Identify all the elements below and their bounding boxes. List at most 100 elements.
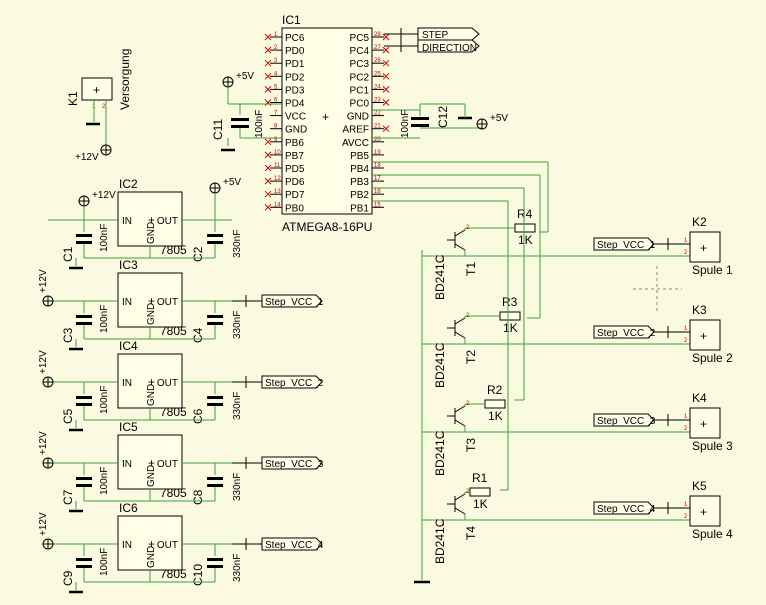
- c11-capacitor: +5V C11 100nF: [211, 71, 282, 152]
- ic1-pin-label: PD5: [285, 164, 305, 175]
- c12-capacitor: +5V 100nF C12: [372, 103, 508, 139]
- input-cap-name: C5: [61, 408, 75, 424]
- regulator-out-pin: OUT: [157, 540, 178, 551]
- transistor-name: T1: [464, 262, 478, 276]
- regulator-plus12: +12V: [38, 431, 49, 455]
- regulator-type: 7805: [160, 243, 187, 257]
- svg-text:3: 3: [441, 346, 445, 352]
- svg-text:1: 1: [684, 238, 688, 244]
- c11-value: 100nF: [254, 110, 265, 138]
- ic1-pin-label: PB2: [350, 190, 369, 201]
- regulator-name: IC2: [119, 177, 138, 191]
- input-cap-value: 100nF: [99, 305, 110, 333]
- ic1-pin-label: PC5: [350, 33, 370, 44]
- c11-plus5: +5V: [236, 71, 254, 82]
- svg-text:2: 2: [684, 250, 688, 256]
- svg-text:+: +: [148, 294, 155, 308]
- transistor-type: BD241C: [433, 430, 447, 476]
- origin-marker: [633, 266, 682, 314]
- regulator-name: IC4: [119, 339, 138, 353]
- output-cap-value: 330nF: [232, 230, 243, 258]
- step-text: STEP: [422, 30, 448, 41]
- ic1-pin-label: PC2: [350, 72, 370, 83]
- regulator-gnd-pin: GND: [146, 303, 157, 325]
- regulator-name: IC5: [119, 420, 138, 434]
- resistor-value: 1K: [518, 233, 533, 247]
- ic1-pin-label: PC0: [350, 99, 370, 110]
- output-cap-value: 330nF: [232, 554, 243, 582]
- output-cap-name: C6: [191, 408, 205, 424]
- step-label: STEP: [384, 27, 480, 41]
- direction-text: DIRECTION: [422, 43, 477, 54]
- regulator-type: 7805: [160, 486, 187, 500]
- connector-name: K5: [692, 479, 707, 493]
- output-cap-value: 330nF: [232, 473, 243, 501]
- ic1-pin-label: PB0: [285, 203, 304, 214]
- svg-text:2: 2: [684, 426, 688, 432]
- svg-text:+: +: [148, 375, 155, 389]
- svg-text:1: 1: [684, 326, 688, 332]
- ic1-pin-number: 1: [274, 32, 278, 38]
- svg-text:+: +: [700, 241, 707, 255]
- svg-text:3: 3: [441, 258, 445, 264]
- output-cap-value: 330nF: [232, 392, 243, 420]
- svg-text:+: +: [700, 505, 707, 519]
- transistor-type: BD241C: [433, 342, 447, 388]
- c12-plus5: +5V: [490, 113, 508, 124]
- connector-name: K3: [692, 303, 707, 317]
- ic1-pin-number: 7: [274, 111, 278, 117]
- k1-name: K1: [66, 91, 80, 106]
- input-cap-name: C3: [61, 327, 75, 343]
- ic1-pin-number: 4: [274, 71, 278, 77]
- ic1-pin-number: 25: [374, 71, 381, 77]
- ic1-pin-label: PC1: [350, 85, 370, 96]
- regulator-in-pin: IN: [122, 540, 132, 551]
- ic1-pin-number: 3: [274, 58, 278, 64]
- c12-name: C12: [436, 106, 450, 128]
- regulator-out-pin: OUT: [157, 459, 178, 470]
- net-label: Step_VCC_3: [597, 416, 656, 427]
- ic1-pin-label: PC4: [350, 46, 370, 57]
- regulator-type: 7805: [160, 405, 187, 419]
- resistor-name: R3: [502, 295, 518, 309]
- transistor-type: BD241C: [433, 254, 447, 300]
- k1-supply: +12V: [75, 152, 99, 163]
- output-cap-name: C4: [191, 327, 205, 343]
- ic1-pin-number: 28: [374, 32, 381, 38]
- c11-name: C11: [211, 119, 225, 140]
- ic1-pin-label: AVCC: [342, 138, 369, 149]
- coil-name: Spule 3: [692, 439, 733, 453]
- ic1-pin-label: VCC: [285, 112, 306, 123]
- ic1-pin-label: PB4: [350, 164, 369, 175]
- regulator-name: IC6: [119, 501, 138, 515]
- input-cap-value: 100nF: [99, 548, 110, 576]
- ic1-pin-number: 26: [374, 58, 381, 64]
- ic1-pin-number: 11: [274, 163, 281, 169]
- regulator-type: 7805: [160, 567, 187, 581]
- ic1-pin-number: 18: [374, 163, 381, 169]
- svg-text:2: 2: [102, 104, 106, 110]
- input-cap-value: 100nF: [99, 386, 110, 414]
- ic1-pin-label: GND: [347, 112, 369, 123]
- ic1-pin-number: 16: [374, 189, 381, 195]
- svg-text:+: +: [148, 456, 155, 470]
- net-label: Step_VCC_1: [597, 240, 656, 251]
- ic1-pin-label: PB1: [350, 203, 369, 214]
- ic1-pin-label: PD6: [285, 177, 305, 188]
- ic1-pin-label: PB3: [350, 177, 369, 188]
- ic1-pin-label: PC3: [350, 59, 370, 70]
- ic1-name: IC1: [282, 13, 301, 27]
- svg-text:1: 1: [684, 502, 688, 508]
- svg-text:+: +: [700, 329, 707, 343]
- regulator-in-pin: IN: [122, 216, 132, 227]
- ic1-pin-label: PB6: [285, 138, 304, 149]
- transistor-name: T2: [464, 350, 478, 364]
- output-cap-name: C8: [191, 489, 205, 505]
- ic1-pin-label: PD3: [285, 85, 305, 96]
